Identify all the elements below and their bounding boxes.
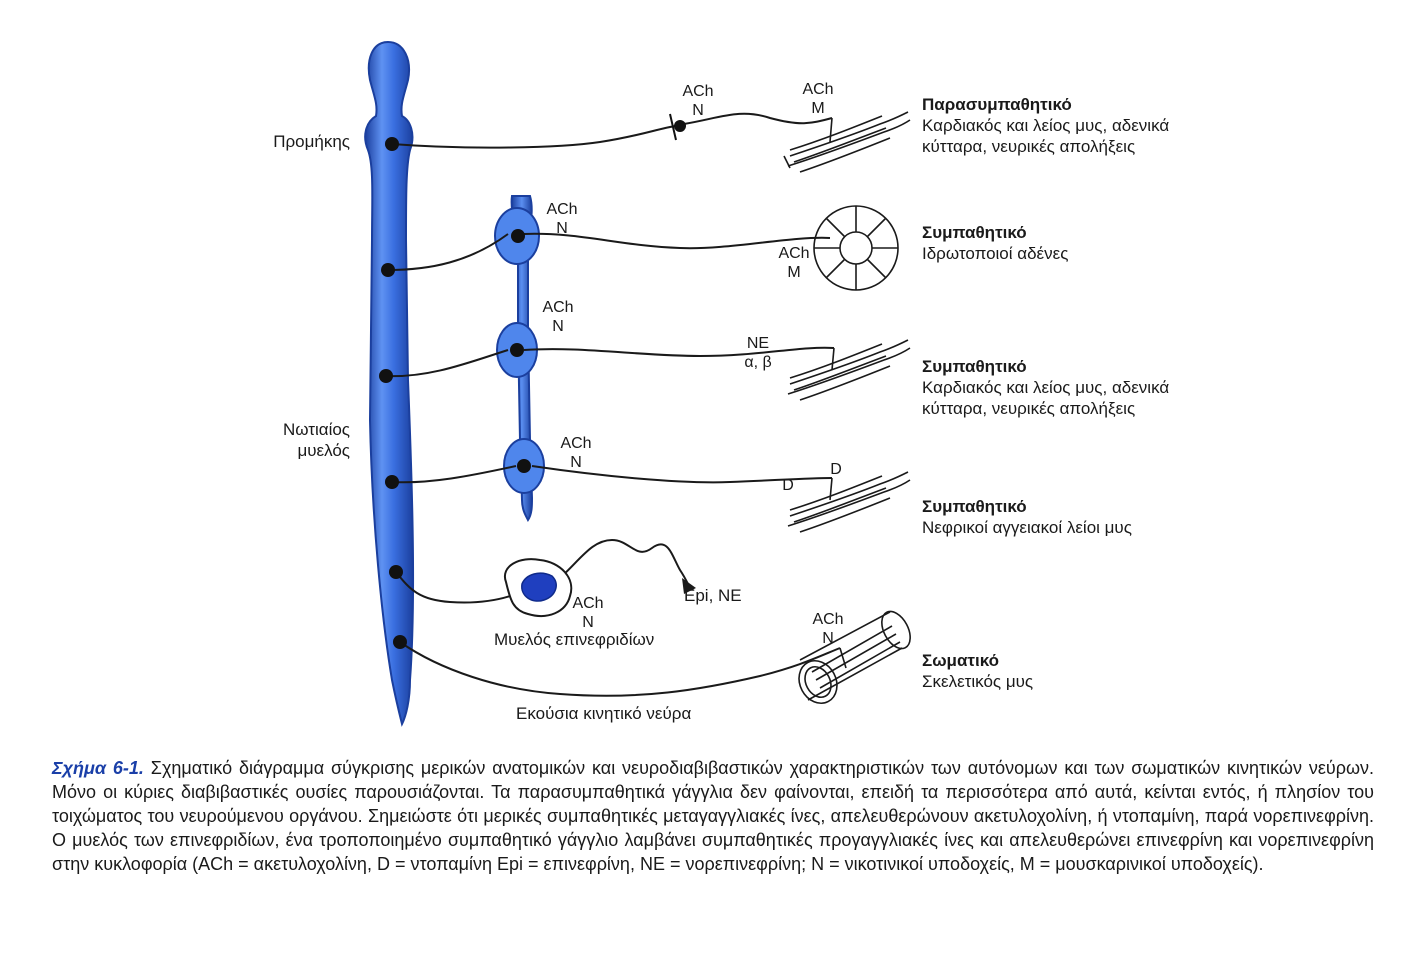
sweat-gland [813, 205, 899, 291]
diagram-canvas [364, 40, 911, 727]
smooth-muscle-3 [787, 471, 911, 533]
cord-dot-5 [389, 565, 403, 579]
smooth-muscle-2 [787, 339, 911, 401]
category-sympathetic-renal: Συμπαθητικό Νεφρικοί αγγειακοί λείοι μυς [922, 496, 1132, 538]
parasym-postganglionic [683, 112, 833, 125]
ganglion-dot-3 [517, 459, 531, 473]
ganglion-dot-1 [511, 229, 525, 243]
label-epi-ne: Epi, NE [684, 586, 742, 605]
label-voluntary-motor-nerve: Εκούσια κινητικό νεύρα [516, 704, 692, 723]
ganglion-dot-2 [510, 343, 524, 357]
nt-sym2-pre: ACh N [542, 299, 574, 335]
category-desc: Σκελετικός μυς [922, 672, 1034, 691]
cord-dot-2 [381, 263, 395, 277]
sym3-preganglionic [391, 465, 517, 484]
sym2-preganglionic [385, 349, 509, 378]
category-somatic: Σωματικό Σκελετικός μυς [922, 650, 1033, 692]
nt-adrenal: ACh N [572, 595, 604, 631]
category-title: Παρασυμπαθητικό [922, 95, 1072, 114]
category-desc: Ιδρωτοποιοί αδένες [922, 244, 1069, 263]
label-spinal-cord-1: Νωτιαίος [282, 420, 350, 439]
nt-sym1-pre: ACh N [546, 201, 578, 237]
parasym-preganglionic [391, 125, 677, 149]
label-adrenal-medulla: Μυελός επινεφριδίων [494, 630, 655, 649]
sym3-postganglionic [531, 465, 833, 484]
category-sympathetic-cardiac: Συμπαθητικό Καρδιακός και λείος μυς, αδε… [922, 356, 1169, 419]
nt-sym3-pre: ACh N [560, 435, 592, 471]
sym2-postganglionic [523, 346, 835, 358]
parasym-ganglion-dot [674, 120, 686, 132]
parasym-ganglion-mark [669, 113, 677, 141]
label-medulla-oblongata: Προμήκης [273, 132, 350, 151]
somatic-motor-nerve [399, 641, 841, 697]
nt-sym3-dopamine-1: D [830, 461, 842, 478]
arrowhead [682, 578, 696, 594]
nt-sym1-post: ACh M [778, 245, 810, 281]
category-parasympathetic: Παρασυμπαθητικό Καρδιακός και λείος μυς,… [922, 94, 1169, 157]
label-spinal-cord-2: μυελός [297, 441, 350, 460]
sym1-postganglionic [523, 232, 831, 250]
category-desc: Καρδιακός και λείος μυς, αδενικά κύτταρα… [922, 378, 1170, 418]
epi-ne-release-arrow [559, 538, 689, 585]
figure-label: Σχήμα 6-1. [52, 758, 144, 778]
figure-caption: Σχήμα 6-1. Σχηματικό διάγραμμα σύγκρισης… [52, 756, 1374, 876]
category-desc: Καρδιακός και λείος μυς, αδενικά κύτταρα… [922, 116, 1170, 156]
autonomic-nerves-diagram: Προμήκης Νωτιαίος μυελός Μυελός επινεφρι… [273, 40, 1169, 727]
cord-dot-1 [385, 137, 399, 151]
caption-text: Σχηματικό διάγραμμα σύγκρισης μερικών αν… [52, 758, 1374, 874]
category-title: Σωματικό [922, 651, 1000, 670]
cord-dot-6 [393, 635, 407, 649]
adrenal-preganglionic [395, 571, 517, 604]
sym1-preganglionic [387, 233, 509, 271]
nt-sym2-post: NE α, β [744, 335, 772, 371]
skeletal-muscle [798, 610, 911, 704]
nt-somatic: ACh N [812, 611, 844, 647]
spinal-cord [364, 40, 415, 727]
adrenal-core [521, 572, 557, 602]
category-title: Συμπαθητικό [922, 497, 1027, 516]
category-sympathetic-sweat: Συμπαθητικό Ιδρωτοποιοί αδένες [922, 222, 1068, 264]
category-title: Συμπαθητικό [922, 223, 1027, 242]
smooth-muscle-1 [783, 111, 911, 173]
nt-parasym-post: ACh M [802, 81, 834, 117]
cord-dot-3 [379, 369, 393, 383]
cord-dot-4 [385, 475, 399, 489]
category-title: Συμπαθητικό [922, 357, 1027, 376]
category-desc: Νεφρικοί αγγειακοί λείοι μυς [922, 518, 1132, 537]
nt-sym3-dopamine-2: D [782, 477, 794, 494]
nt-parasym-pre: ACh N [682, 83, 714, 119]
